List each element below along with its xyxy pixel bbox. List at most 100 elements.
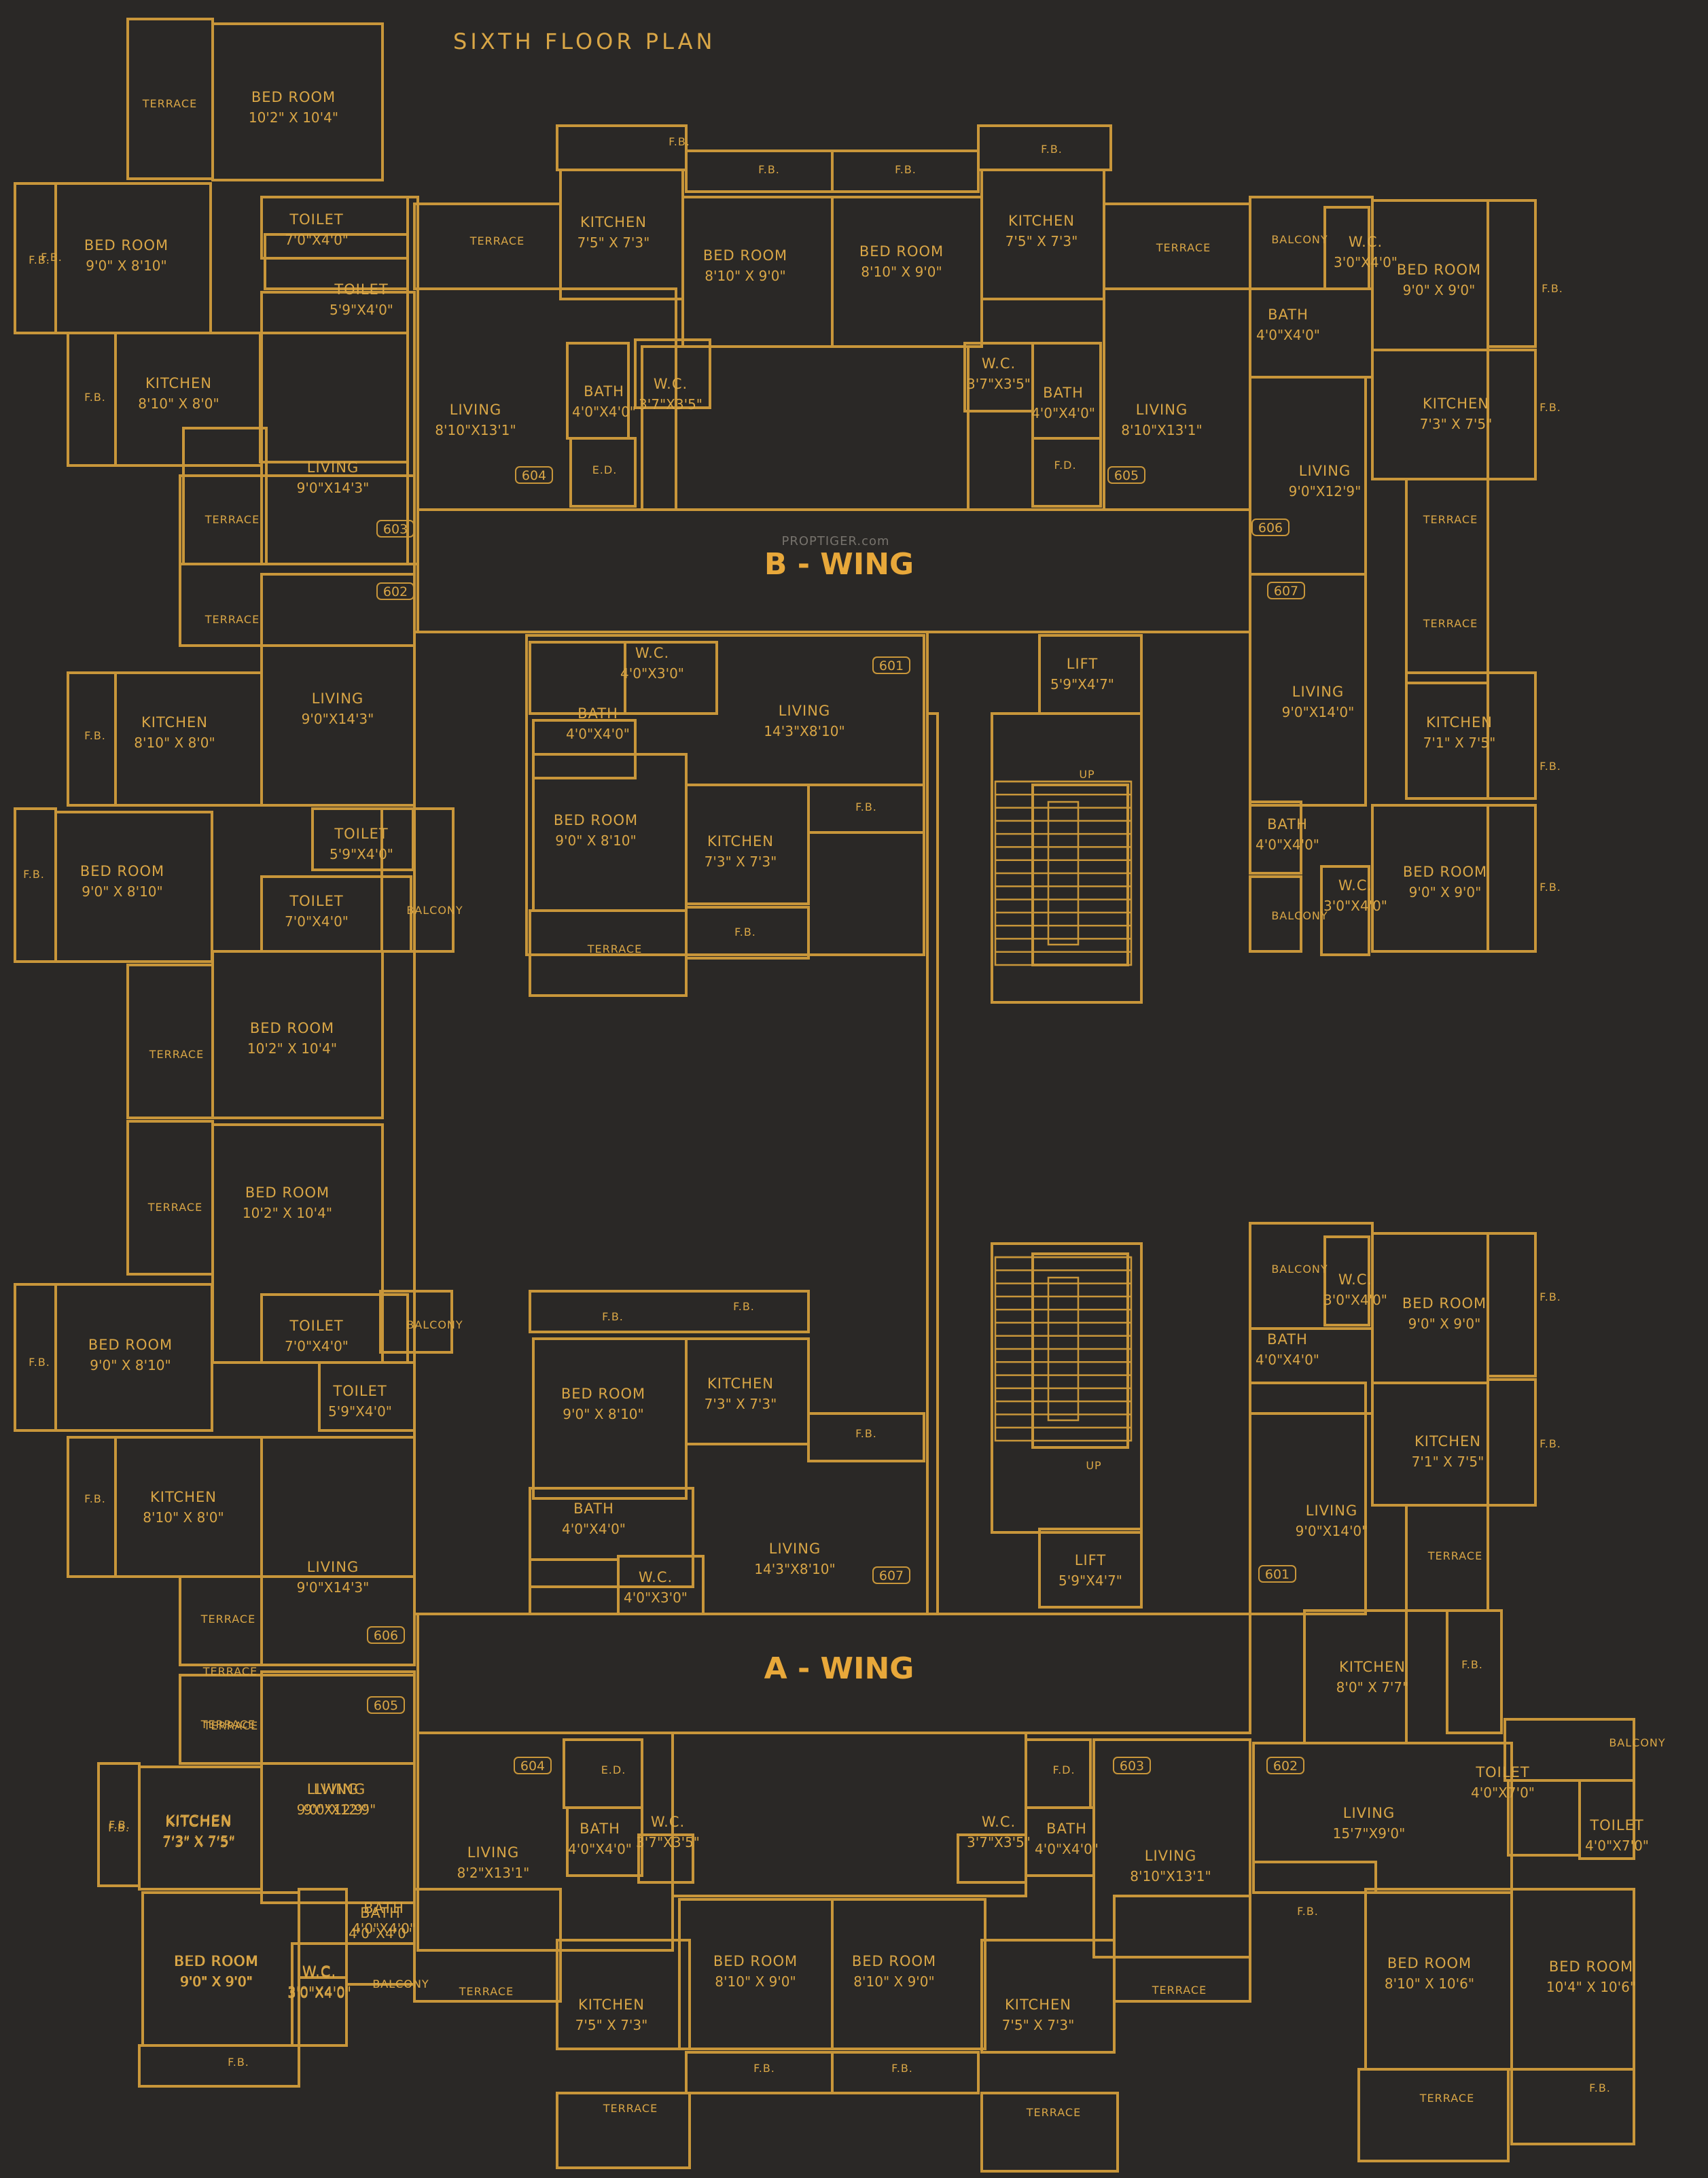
a-wing-label: A - WING	[764, 1651, 914, 1686]
room-terrace: TERRACE	[203, 1719, 258, 1732]
room-size: 8'10" X 9'0"	[853, 1973, 934, 1990]
room-size: 3'0"X4'0"	[1334, 254, 1398, 270]
unit-number: 602	[383, 584, 408, 599]
unit-number: 605	[1114, 468, 1139, 483]
room-size: 7'0"X4'0"	[285, 1338, 349, 1354]
watermark: PROPTIGER.com	[781, 534, 889, 548]
room-terrace: TERRACE	[1026, 2106, 1081, 2119]
unit-number: 605	[374, 1698, 398, 1713]
room-name: F.B.	[108, 1821, 130, 1834]
room-balcony: BALCONY	[1271, 233, 1327, 246]
room-name: W.C.	[639, 1569, 673, 1585]
room-name: LIVING	[307, 1559, 359, 1575]
room-size: 3'7"X3'5"	[636, 1834, 700, 1850]
room-bed-room: BED ROOM 8'10" X 9'0"	[852, 1953, 936, 1990]
room-name: BED ROOM	[174, 1953, 258, 1969]
room-e-d: E.D.	[592, 463, 617, 476]
room-name: BATH	[573, 1500, 614, 1517]
room-name: TOILET	[332, 1383, 387, 1399]
room-size: 4'0"X4'0"	[566, 726, 630, 742]
room-name: TERRACE	[1026, 2106, 1081, 2119]
room-name: F.B.	[41, 251, 63, 264]
room-balcony: BALCONY	[1609, 1736, 1665, 1749]
room-size: 7'3" X 7'5"	[163, 1833, 236, 1849]
room-size: 10'4" X 10'6"	[1546, 1979, 1636, 1995]
room-size: 3'7"X3'5"	[967, 376, 1031, 392]
room-terrace: TERRACE	[587, 943, 641, 955]
room-w-c: W.C.3'7"X3'5"	[967, 1814, 1031, 1850]
room-name: W.C.	[1338, 877, 1372, 894]
unit-number-tag: 602	[1266, 1757, 1304, 1774]
room-size: 9'0" X 9'0"	[181, 1973, 253, 1990]
room-f-b: F.B.	[758, 163, 779, 176]
room-name: F.B.	[84, 729, 106, 742]
room-name: BED ROOM	[245, 1184, 330, 1201]
room-name: F.B.	[84, 391, 106, 404]
room-name: TERRACE	[203, 1719, 258, 1732]
room-w-c: W.C.3'7"X3'5"	[639, 376, 702, 412]
room-name: LIVING	[1145, 1848, 1196, 1864]
room-terrace: TERRACE	[1156, 241, 1210, 254]
room-name: TERRACE	[603, 2102, 658, 2115]
room-name: F.B.	[1589, 2082, 1611, 2094]
room-balcony: BALCONY	[372, 1978, 429, 1990]
room-name: W.C.	[982, 1814, 1016, 1830]
room-size: 7'3" X 7'3"	[705, 854, 777, 870]
room-name: BALCONY	[406, 1318, 463, 1331]
room-balcony: BALCONY	[406, 1318, 463, 1331]
room-name: BATH	[584, 383, 624, 400]
room-f-b: F.B.	[855, 801, 876, 813]
room-size: 4'0"X4'0"	[1256, 837, 1319, 853]
room-name: LIVING	[1299, 463, 1351, 479]
room-size: 4'0"X4'0"	[568, 1841, 632, 1857]
room-size: 3'0"X4'0"	[287, 1984, 351, 2000]
room-size: 4'0"X3'0"	[624, 1589, 688, 1606]
room-name: KITCHEN	[150, 1489, 217, 1505]
room-e-d: E.D.	[601, 1763, 626, 1776]
room-f-b: F.B.	[29, 1356, 50, 1369]
room-name: BALCONY	[406, 904, 463, 917]
room-w-c: W.C.3'0"X4'0"	[1323, 877, 1387, 914]
room-size: 4'0"X4'0"	[1256, 1352, 1319, 1368]
room-name: TERRACE	[204, 513, 260, 526]
room-name: BED ROOM	[859, 243, 944, 260]
room-name: TERRACE	[1152, 1984, 1207, 1997]
room-name: BATH	[1267, 1331, 1308, 1348]
unit-number-tag: 602	[376, 582, 414, 600]
room-f-b: F.B.	[734, 926, 755, 938]
room-name: BALCONY	[372, 1978, 429, 1990]
room-name: BED ROOM	[852, 1953, 936, 1969]
room-name: LIVING	[779, 703, 830, 719]
room-name: LIVING	[307, 1781, 359, 1797]
room-name: F.B.	[895, 163, 917, 176]
room-name: F.B.	[855, 1427, 877, 1440]
room-name: W.C.	[654, 376, 688, 392]
room-name: BED ROOM	[250, 1020, 334, 1036]
room-w-c: W.C. 4'0"X3'0"	[624, 1569, 688, 1606]
room-name: F.B.	[891, 2062, 913, 2075]
room-size: 10'2" X 10'4"	[249, 109, 338, 126]
room-name: F.B.	[1297, 1905, 1319, 1918]
room-size: 8'10"X13'1"	[435, 422, 516, 438]
room-size: 8'10" X 9'0"	[715, 1973, 796, 1990]
room-f-b: F.B.	[895, 163, 917, 176]
